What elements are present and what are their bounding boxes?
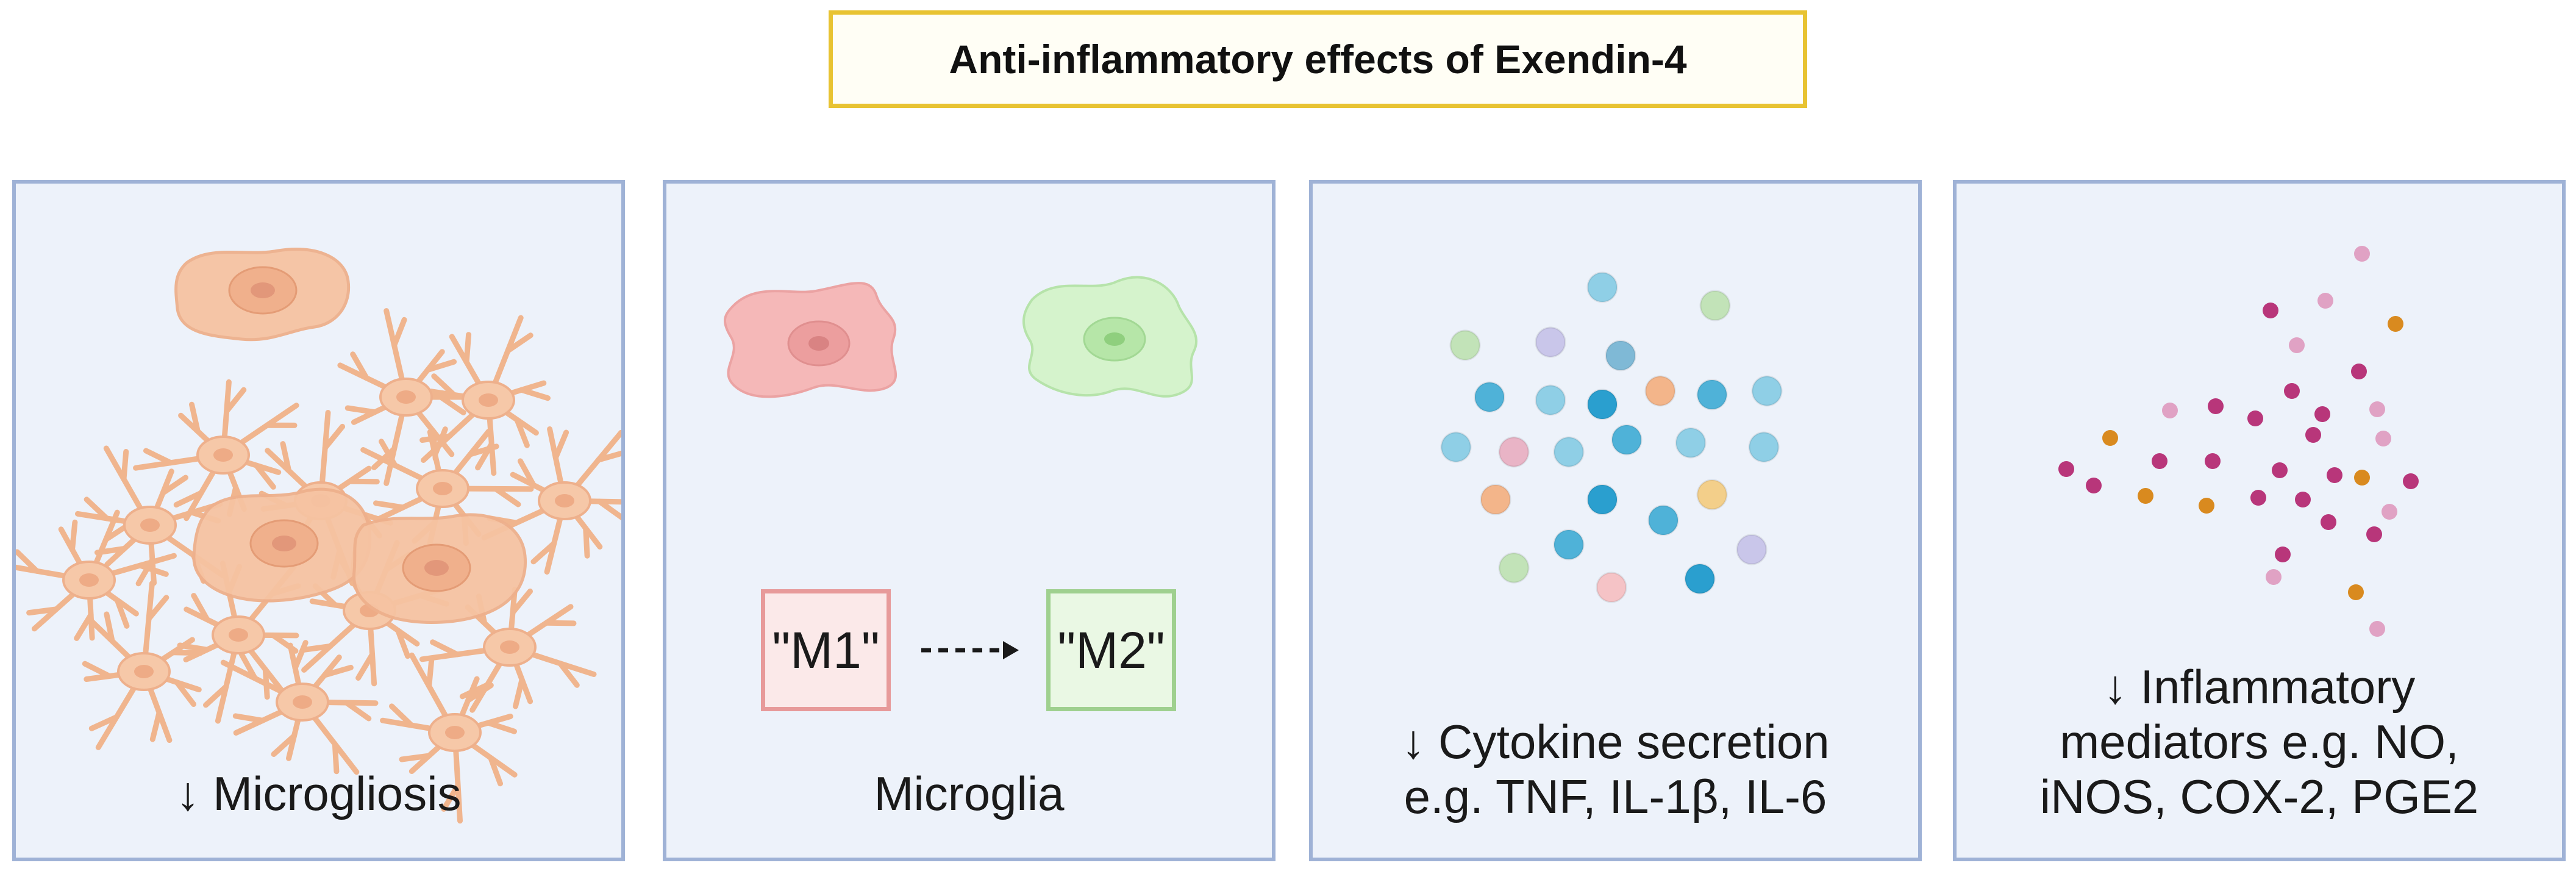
caption-microglia: Microglia — [874, 767, 1065, 820]
small-microglia-cell — [538, 481, 591, 520]
mediator-dot — [2275, 547, 2291, 562]
cytokine-dot — [1440, 431, 1472, 463]
mediator-dot — [2295, 492, 2311, 507]
caption-mediators-line-1: ↓ Inflammatory — [2103, 660, 2416, 714]
cytokine-dot — [1480, 484, 1511, 515]
caption-cytokine-line-2: e.g. TNF, IL-1β, IL-6 — [1404, 770, 1827, 823]
small-microglia-cell — [62, 561, 116, 600]
mediator-dot — [2321, 514, 2336, 530]
mediator-dot — [2354, 246, 2370, 262]
cytokine-dot — [1535, 384, 1566, 416]
mediator-dot — [2375, 431, 2391, 446]
m1-to-m2-arrow — [921, 641, 1019, 659]
small-microglia-cell — [462, 381, 515, 420]
panel-inflammatory-mediators: ↓ Inflammatory mediators e.g. NO, iNOS, … — [1953, 180, 2566, 861]
mediator-dot — [2086, 478, 2102, 493]
mediator-dot — [2351, 364, 2367, 379]
mediator-dot — [2102, 430, 2118, 446]
panel-microglia-polarization: "M1" "M2" Microglia — [663, 180, 1276, 861]
small-microglia-cell — [416, 469, 469, 508]
cytokine-dot — [1644, 375, 1676, 407]
cytokine-dot — [1586, 271, 1618, 303]
caption-mediators-line-3: iNOS, COX-2, PGE2 — [2039, 770, 2479, 823]
mediator-dot — [2369, 621, 2385, 637]
cytokine-dot — [1696, 479, 1728, 511]
microglia-cells-illustration — [724, 276, 1198, 659]
mediator-dot — [2199, 498, 2214, 514]
microgliosis-illustration — [16, 247, 621, 824]
small-microglia-cell — [117, 652, 171, 691]
mediator-dot — [2205, 453, 2221, 469]
cytokine-dot — [1605, 340, 1636, 371]
figure-title: Anti-inflammatory effects of Exendin-4 — [949, 37, 1687, 82]
cytokine-dot — [1553, 436, 1585, 468]
cytokine-dot — [1696, 379, 1728, 410]
mediator-dot — [2388, 316, 2403, 332]
mediator-dots — [2058, 246, 2419, 637]
cytokine-dot — [1684, 563, 1716, 595]
cytokine-dot — [1553, 529, 1585, 561]
mediator-dot — [2284, 383, 2300, 399]
small-microglia-cell — [212, 615, 265, 654]
m1-state-box: "M1" — [761, 589, 891, 711]
m2-cell — [1022, 276, 1198, 398]
cytokine-dot — [1586, 484, 1618, 515]
large-activated-cell — [352, 513, 527, 624]
large-activated-cell — [192, 487, 372, 603]
cytokine-dot — [1449, 329, 1481, 361]
mediator-dot — [2162, 403, 2178, 418]
mediator-dot — [2403, 473, 2419, 489]
mediator-dot — [2272, 462, 2288, 478]
cytokine-dot — [1751, 375, 1783, 407]
panel-microgliosis: ↓ Microgliosis — [12, 180, 625, 861]
cytokine-dot — [1647, 504, 1679, 536]
mediator-dot — [2354, 470, 2370, 486]
mediator-dot — [2250, 490, 2266, 506]
mediator-dot — [2317, 293, 2333, 309]
caption-mediators-line-2: mediators e.g. NO, — [2060, 715, 2459, 769]
mediator-dot — [2314, 406, 2330, 422]
mediator-dot — [2208, 398, 2224, 414]
cytokine-dot — [1498, 436, 1530, 468]
cytokine-dot — [1586, 389, 1618, 420]
mediator-dot — [2382, 504, 2397, 520]
cytokine-dot — [1498, 552, 1530, 584]
cytokine-dot — [1748, 431, 1780, 463]
cytokine-dot — [1699, 290, 1731, 321]
mediator-dot — [2263, 303, 2278, 318]
cytokine-dot — [1736, 534, 1768, 565]
small-microglia-cell — [276, 683, 329, 722]
mediator-dot — [2152, 453, 2167, 469]
small-microglia-cell — [379, 378, 433, 417]
title-box: Anti-inflammatory effects of Exendin-4 — [829, 10, 1807, 108]
small-microglia-cell — [123, 506, 177, 545]
panel-cytokine-secretion: ↓ Cytokine secretion e.g. TNF, IL-1β, IL… — [1309, 180, 1922, 861]
mediator-dot — [2138, 488, 2153, 504]
mediator-dot — [2058, 461, 2074, 477]
mediator-dot — [2305, 427, 2321, 443]
m1-cell — [724, 282, 897, 398]
cytokine-dots — [1440, 271, 1783, 603]
mediator-dot — [2266, 569, 2282, 585]
cytokine-dot — [1675, 427, 1707, 459]
caption-microgliosis: ↓ Microgliosis — [176, 767, 462, 820]
caption-cytokine-line-1: ↓ Cytokine secretion — [1401, 715, 1830, 769]
mediator-dot — [2247, 410, 2263, 426]
large-activated-cell — [174, 247, 351, 342]
m2-state-box: "M2" — [1046, 589, 1176, 711]
mediator-dot — [2289, 337, 2305, 353]
mediator-dot — [2327, 467, 2342, 483]
cytokine-dot — [1474, 381, 1505, 413]
mediator-dot — [2366, 526, 2382, 542]
cytokine-dot — [1596, 572, 1627, 603]
small-microglia-cell — [483, 628, 537, 667]
small-microglia-cell — [428, 713, 482, 752]
cytokine-dot — [1611, 424, 1643, 456]
mediator-dot — [2369, 401, 2385, 417]
mediator-dot — [2348, 584, 2364, 600]
cytokine-dot — [1535, 326, 1566, 358]
small-microglia-cell — [196, 436, 250, 475]
